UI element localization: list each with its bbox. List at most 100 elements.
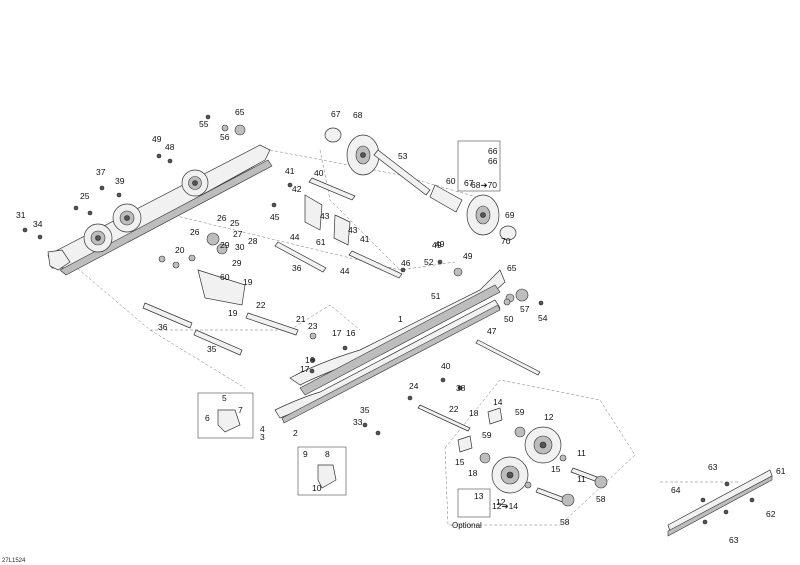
callout-59: 59 [482,430,492,440]
callout-18: 18 [468,468,478,478]
optional-sprockets [457,407,608,507]
callout-65: 65 [507,263,517,273]
callout-64: 64 [671,485,681,495]
callout-49: 49 [435,239,445,249]
callout-16: 16 [305,355,315,365]
callout-40: 40 [314,168,324,178]
callout-42: 42 [292,184,302,194]
callout-45: 45 [270,212,280,222]
callout-19: 19 [228,308,238,318]
inset-boxes [197,140,501,518]
combo-label-68-70: 68➜70 [471,180,497,190]
callout-11: 11 [577,474,586,484]
right-rail-1 [289,269,506,396]
callout-44: 44 [340,266,350,276]
callout-46: 46 [401,258,411,268]
combo-label-12-14: 12➜14 [492,501,518,511]
callout-16: 16 [346,328,356,338]
callout-9: 9 [303,449,308,459]
callout-10: 10 [312,483,322,493]
optional-label: Optional [452,521,482,530]
callout-58: 58 [596,494,606,504]
callout-15: 15 [551,464,561,474]
diagram-code: 27L1524 [2,558,26,564]
callout-11: 11 [577,448,586,458]
callout-15: 15 [455,457,465,467]
callout-21: 21 [296,314,306,324]
callout-36: 36 [292,263,302,273]
callout-12: 12 [544,412,554,422]
callout-50: 50 [504,314,514,324]
idler-wheel-top [181,169,209,197]
callout-51: 51 [431,291,441,301]
callout-25: 25 [230,218,240,228]
callout-2: 2 [293,428,298,438]
callout-8: 8 [325,449,330,459]
slider-2 [274,299,501,424]
callout-19: 19 [243,277,253,287]
callout-44: 44 [290,232,300,242]
callout-68: 68 [353,110,363,120]
callout-55: 55 [199,119,209,129]
callout-18: 18 [469,408,479,418]
callout-25: 25 [80,191,90,201]
callout-20: 20 [175,245,185,255]
callout-33: 33 [353,417,363,427]
callout-22: 22 [256,300,266,310]
callout-61: 61 [776,466,786,476]
callout-49: 49 [432,240,442,250]
callout-62: 62 [766,509,776,519]
callout-35: 35 [360,405,370,415]
callout-26: 26 [190,227,200,237]
callout-27: 27 [233,229,243,239]
callout-3: 3 [260,432,265,442]
callout-47: 47 [487,326,497,336]
callout-17: 17 [300,364,310,374]
callout-41: 41 [360,234,370,244]
cross-shafts [142,177,541,432]
callout-43: 43 [348,225,358,235]
callout-49: 49 [463,251,473,261]
callout-22: 22 [449,404,459,414]
callout-38: 38 [456,383,466,393]
callout-4: 4 [260,424,265,434]
callout-34: 34 [33,219,43,229]
idler-wheel-middle [112,203,142,233]
callout-labels: 1234567891011111212131415151616171718181… [16,107,786,545]
left-rail-assembly [47,144,273,276]
callout-60: 60 [446,176,456,186]
callout-36: 36 [158,322,168,332]
callout-17: 17 [332,328,342,338]
callout-24: 24 [409,381,419,391]
callout-23: 23 [308,321,318,331]
callout-28: 28 [248,236,258,246]
callout-5: 5 [222,393,227,403]
callout-48: 48 [165,142,175,152]
callout-37: 37 [96,167,106,177]
slider-64 [667,469,773,537]
idler-wheel-rear [83,223,113,253]
callout-70: 70 [501,236,511,246]
callout-69: 69 [505,210,515,220]
callout-60: 60 [220,272,230,282]
callout-35: 35 [207,344,217,354]
callout-29: 29 [220,240,230,250]
callout-52: 52 [424,257,434,267]
callout-49: 49 [152,134,162,144]
callout-65: 65 [235,107,245,117]
callout-57: 57 [520,304,530,314]
callout-66: 66 [488,156,498,166]
callout-1: 1 [398,314,403,324]
callout-14: 14 [493,397,503,407]
callout-40: 40 [441,361,451,371]
callout-58: 58 [560,517,570,527]
callout-61: 61 [316,237,326,247]
callout-66: 66 [488,146,498,156]
callout-67: 67 [331,109,341,119]
callout-7: 7 [238,405,243,415]
hardware [22,114,544,436]
callout-31: 31 [16,210,26,220]
callout-54: 54 [538,313,548,323]
callout-41: 41 [285,166,295,176]
